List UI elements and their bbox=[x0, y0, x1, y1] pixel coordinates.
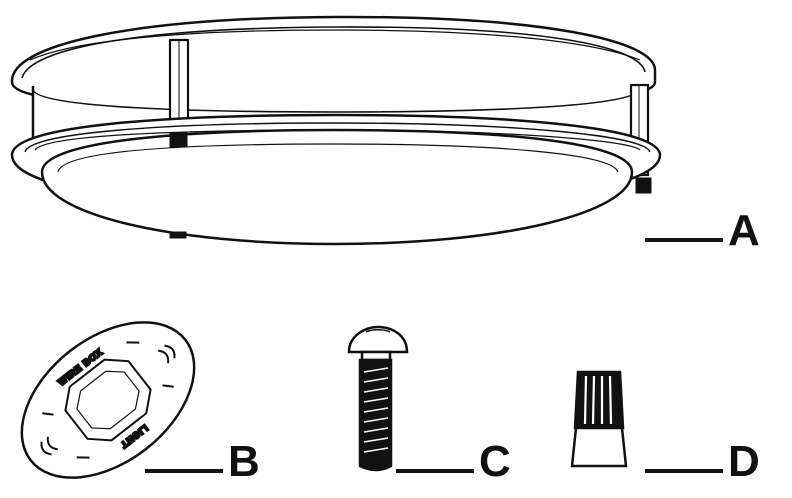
wire-nut-drawing bbox=[570, 370, 628, 468]
screw-drawing bbox=[347, 325, 409, 472]
part-label-b: B bbox=[228, 437, 260, 486]
part-label-d: D bbox=[728, 437, 760, 486]
part-label-a: A bbox=[728, 206, 760, 255]
fixture-drawing bbox=[10, 15, 662, 246]
mounting-plate-drawing: WIRE BOX LIGHT bbox=[20, 321, 196, 479]
part-label-c: C bbox=[479, 437, 511, 486]
